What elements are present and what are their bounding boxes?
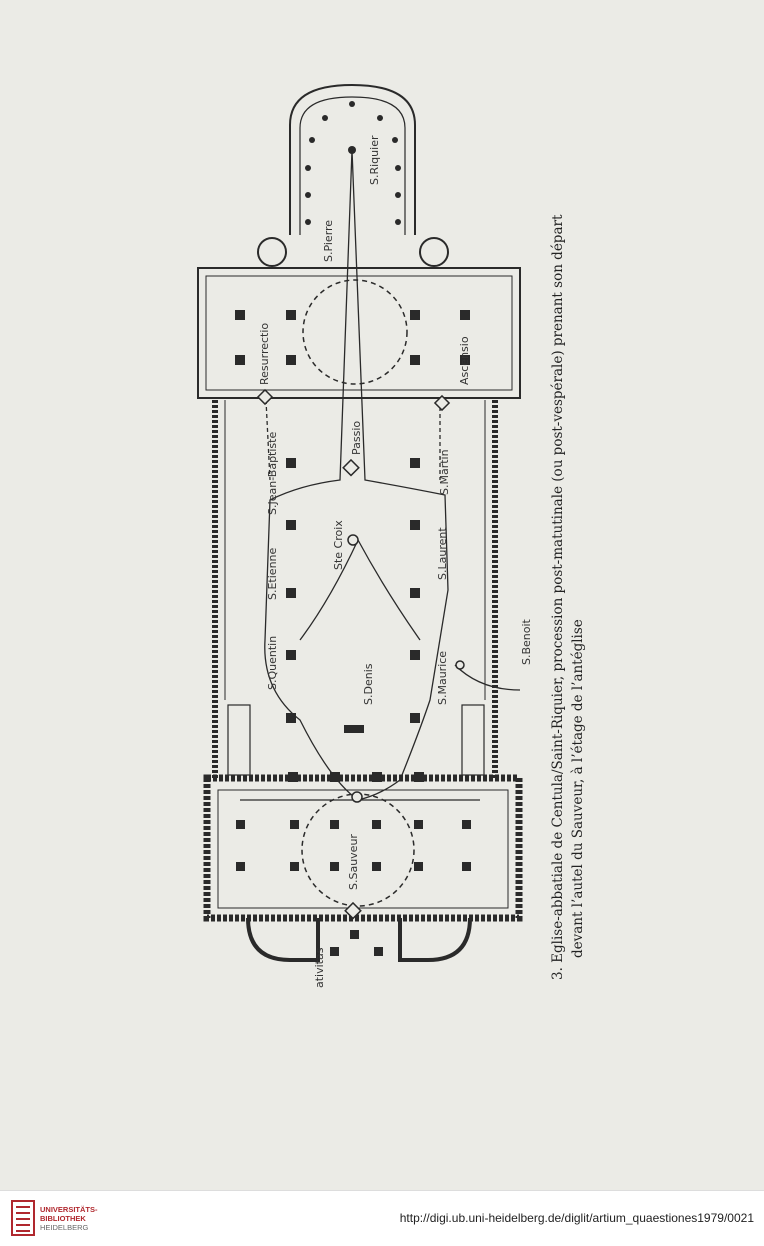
stair-right <box>461 704 485 776</box>
west-tower-right <box>398 917 472 962</box>
label-maurice: S.Maurice <box>436 651 449 705</box>
label-benoit: S.Benoit <box>520 618 533 665</box>
caption-line-2: devant l’autel du Sauveur, à l’étage de … <box>570 619 586 958</box>
church-floor-plan: S.Riquier S.Pierre Resurrectio Ascensio … <box>197 83 533 988</box>
nave-walls <box>212 400 498 780</box>
label-sauveur: S.Sauveur <box>347 834 360 890</box>
label-passio: Passio <box>350 421 363 455</box>
east-crossing-circle <box>302 279 408 385</box>
library-name: UNIVERSITÄTS- BIBLIOTHEK HEIDELBERG <box>40 1205 98 1232</box>
label-laurent: S.Laurent <box>436 527 449 580</box>
procession-path <box>264 149 359 801</box>
westwork <box>203 774 523 922</box>
east-transept <box>197 267 521 399</box>
label-pierre: S.Pierre <box>322 220 335 262</box>
label-etienne: S.Etienne <box>266 547 279 600</box>
label-quentin: S.Quentin <box>266 636 279 690</box>
footer-bar: UNIVERSITÄTS- BIBLIOTHEK HEIDELBERG http… <box>0 1190 764 1246</box>
source-url-link[interactable]: http://digi.ub.uni-heidelberg.de/diglit/… <box>399 1211 754 1225</box>
university-library-logo-icon <box>11 1200 35 1236</box>
apsidiole-right <box>419 237 449 267</box>
label-martin: S.Martin <box>438 449 451 495</box>
label-denis: S.Denis <box>362 663 375 705</box>
apsidiole-left <box>257 237 287 267</box>
scanned-page: S.Riquier S.Pierre Resurrectio Ascensio … <box>197 70 618 988</box>
stair-left <box>227 704 251 776</box>
label-jean: S.Jean-Baptiste <box>266 432 279 515</box>
figure-caption: 3. Eglise-abbatiale de Centula/Saint-Riq… <box>548 70 618 980</box>
label-ascensio: Ascensio <box>458 336 471 385</box>
west-tower-left <box>246 917 320 962</box>
apse-outline <box>289 83 416 235</box>
label-nativitas: ativitas <box>313 947 326 988</box>
label-resurrectio: Resurrectio <box>258 323 271 385</box>
caption-line-1: 3. Eglise-abbatiale de Centula/Saint-Riq… <box>550 214 566 980</box>
label-croix: Ste Croix <box>332 520 345 570</box>
label-riquier: S.Riquier <box>368 135 381 185</box>
